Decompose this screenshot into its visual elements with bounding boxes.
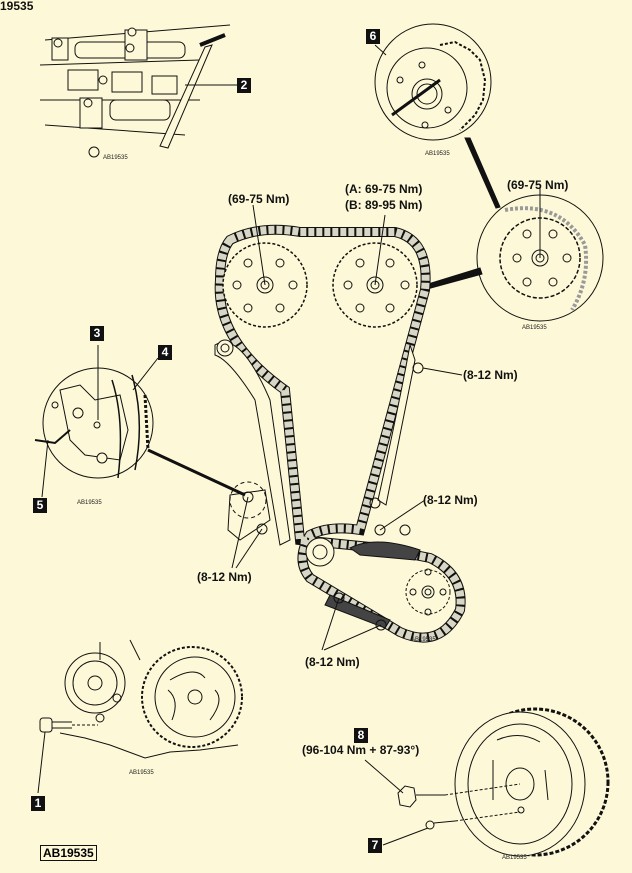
callout-2: 2 [237,78,251,93]
crank-pulley-illustration [364,707,610,857]
cam-sprocket-left [222,204,308,328]
callout-5: 5 [33,498,47,513]
sprocket-detail-illustration [424,188,604,322]
torque-detail-sprocket: (69-75 Nm) [507,178,569,192]
crank-lock-illustration [37,639,243,794]
figure-id-timing-chain: AB19535 [411,637,436,643]
callout-4: 4 [158,345,172,360]
reference-box: AB19535 [40,845,97,861]
figure-id-top-left: AB19535 [103,155,128,161]
figure-id-tensioner: AB19535 [77,500,102,506]
torque-tensioner: (8-12 Nm) [197,570,252,584]
camshaft-lock-illustration [39,24,237,158]
figure-id-header: 19535 [0,0,34,13]
chain-guides [147,339,463,651]
figure-id-pulley: AB19535 [502,855,527,861]
torque-guide-middle: (8-12 Nm) [423,493,478,507]
timing-chain [214,224,466,643]
crank-sprocket [305,537,451,616]
cam-sprocket-right [332,214,418,328]
callout-7: 7 [368,838,382,853]
vvt-unit-illustration [374,23,501,209]
torque-lower-guide: (8-12 Nm) [305,655,360,669]
torque-crank-bolt: (96-104 Nm + 87-93°) [302,743,420,757]
tensioner-detail-illustration [34,345,159,498]
figure-id-crank-lock: AB19535 [129,770,154,776]
figure-id-vvt: AB19535 [425,151,450,157]
callout-6: 6 [366,29,380,44]
torque-guide-upper: (8-12 Nm) [463,368,518,382]
torque-cam-left: (69-75 Nm) [228,192,290,206]
torque-cam-right-a: (A: 69-75 Nm) [345,182,423,196]
callout-8: 8 [354,728,368,743]
callout-3: 3 [90,326,104,341]
figure-id-sprocket: AB19535 [522,325,547,331]
callout-1: 1 [31,796,45,811]
torque-cam-right-b: (B: 89-95 Nm) [345,198,423,212]
